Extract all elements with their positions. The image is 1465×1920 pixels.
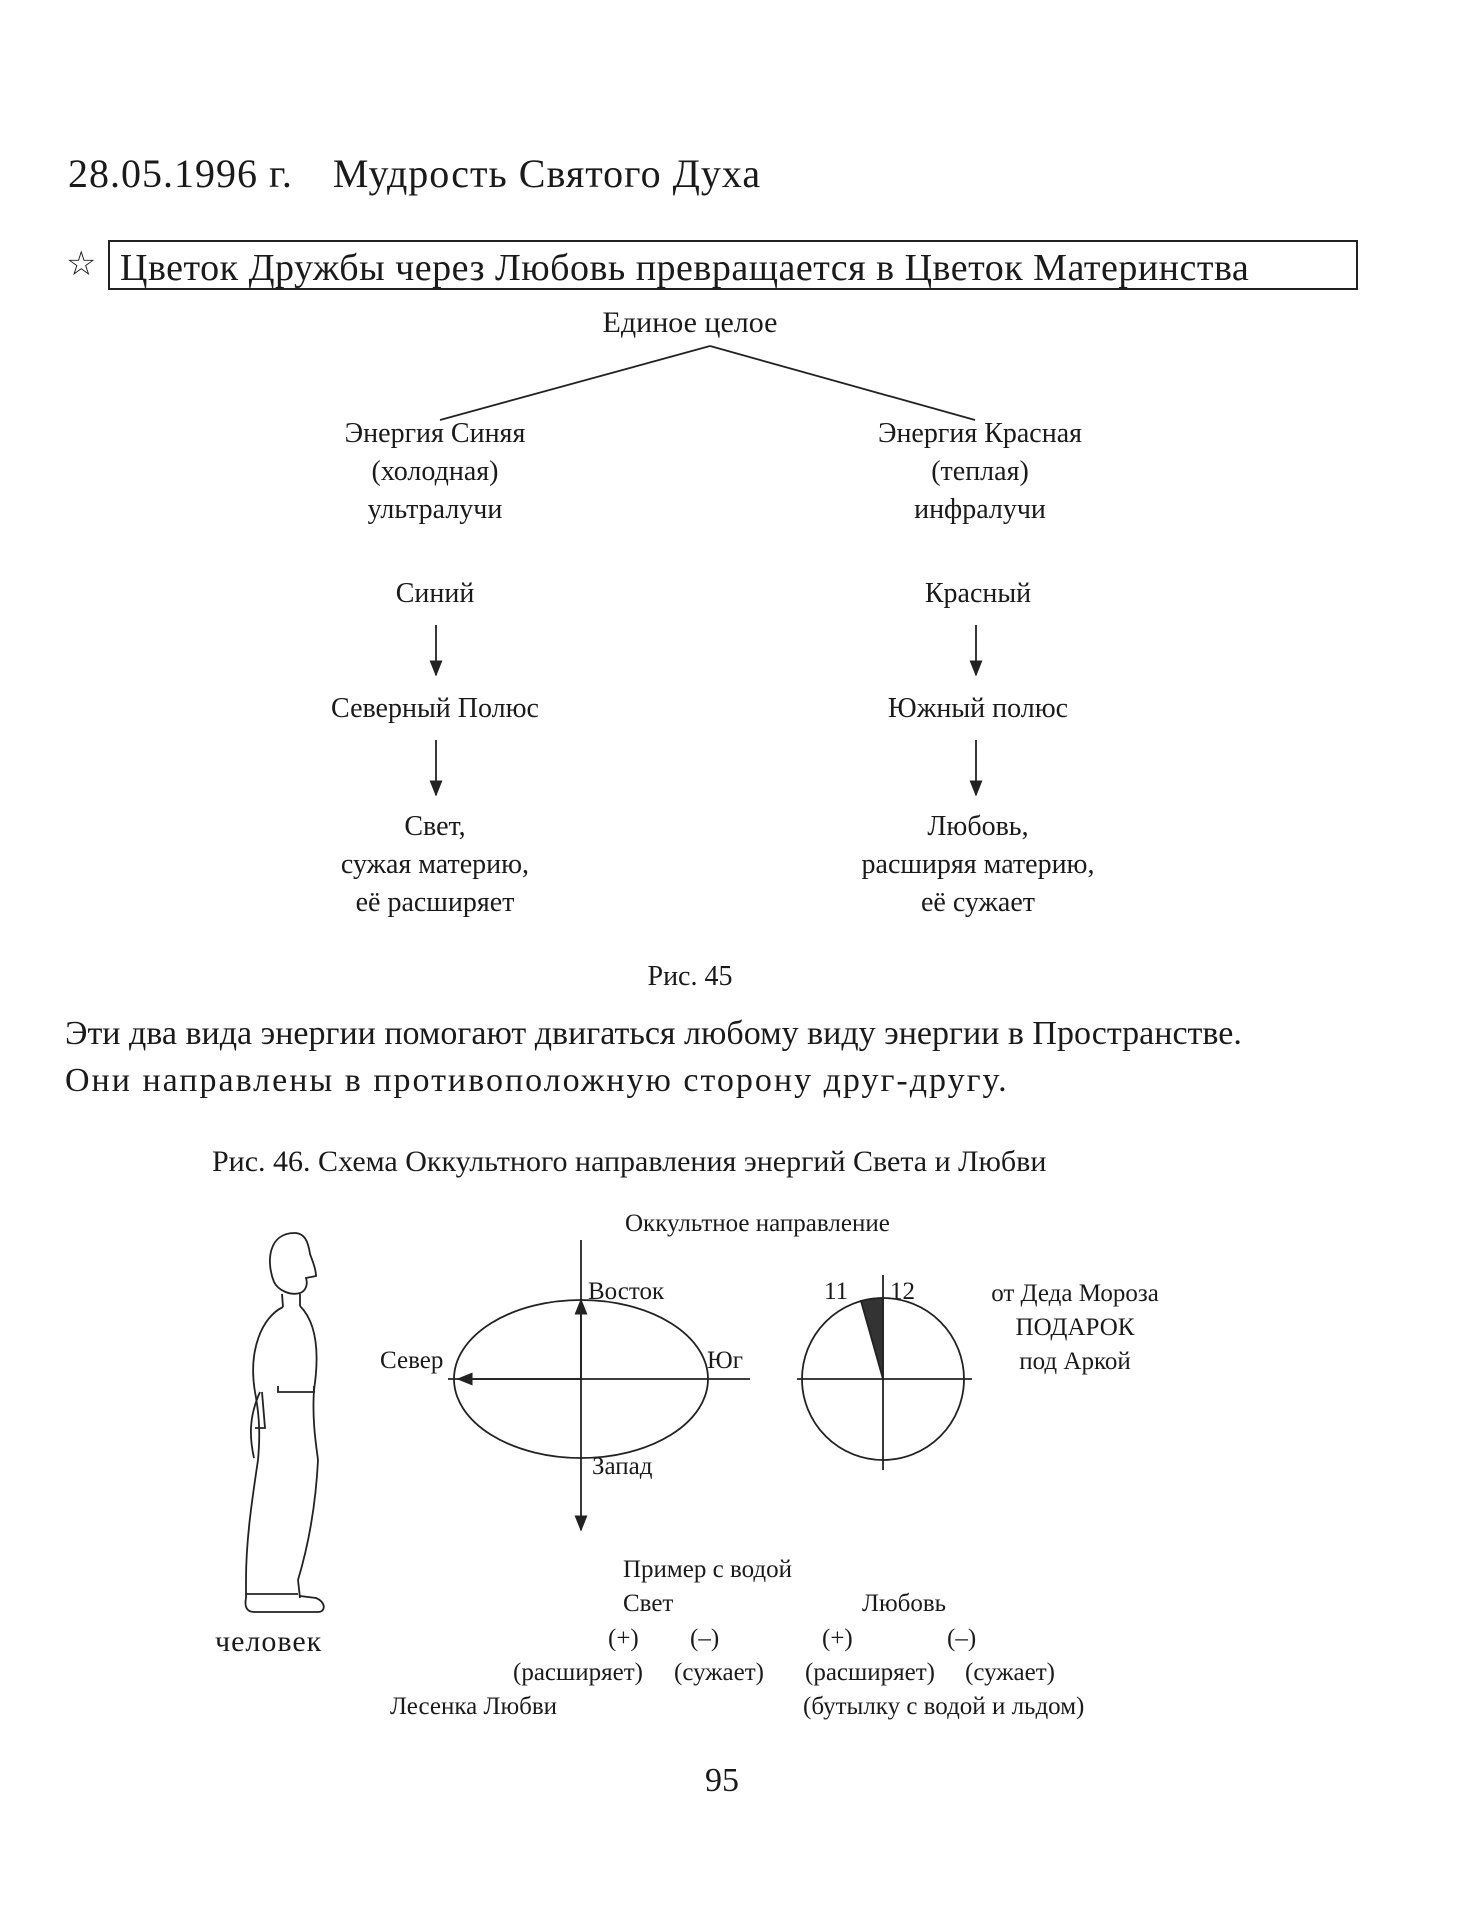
clock-11: 11 [824, 1278, 849, 1305]
fig45-right-result: Любовь, расширяя материю, её сужает [818, 808, 1138, 922]
gift-line2: ПОДАРОК [1015, 1314, 1135, 1341]
light-narrows: (сужает) [674, 1659, 764, 1686]
water-love: Любовь [862, 1590, 947, 1617]
right-result-line3: её сужает [921, 887, 1035, 918]
fig45-right-pole: Южный полюс [887, 693, 1069, 724]
star-outline-icon: ☆ [66, 246, 97, 283]
love-plus: (+) [822, 1625, 853, 1652]
right-energy-line3: инфралучи [914, 494, 1046, 525]
left-result-line2: сужая материю, [340, 849, 530, 880]
left-energy-line1: Энергия Синяя [344, 418, 526, 449]
bottle-label: (бутылку с водой и льдом) [803, 1693, 1085, 1720]
light-expands: (расширяет) [513, 1659, 643, 1686]
fig45-caption: Рис. 45 [647, 961, 733, 992]
compass-south: Юг [707, 1347, 743, 1374]
love-minus: (–) [947, 1625, 977, 1652]
fig45-left-result: Свет, сужая материю, её расширяет [285, 808, 585, 922]
love-narrows: (сужает) [965, 1659, 1055, 1686]
love-expands: (расширяет) [805, 1659, 935, 1686]
page-number: 95 [705, 1762, 739, 1799]
light-plus: (+) [608, 1625, 639, 1652]
fig45-left-energy: Энергия Синяя (холодная) ультралучи [290, 415, 580, 529]
fig46-heading: Оккультное направление [625, 1210, 890, 1237]
right-result-line2: расширяя материю, [861, 849, 1095, 880]
right-energy-line2: (теплая) [931, 456, 1029, 487]
fig46-caption: Рис. 46. Схема Оккультного направления э… [212, 1145, 1047, 1178]
tree-branch-left [439, 345, 711, 421]
water-light: Свет [623, 1590, 674, 1617]
gift-text: от Деда Мороза ПОДАРОК под Аркой [980, 1277, 1170, 1379]
compass-north: Север [380, 1347, 444, 1374]
water-title: Пример с водой [623, 1556, 792, 1583]
header-title: Мудрость Святого Духа [332, 151, 762, 196]
paragraph-line-2: Они направлены в противоположную сторону… [65, 1062, 1009, 1099]
left-energy-line3: ультралучи [367, 494, 503, 525]
gift-line3: под Аркой [1019, 1348, 1131, 1375]
left-energy-line2: (холодная) [371, 456, 499, 487]
fig45-left-color: Синий [395, 578, 475, 609]
fig45-left-pole: Северный Полюс [331, 693, 539, 724]
left-result-line3: её расширяет [355, 887, 515, 918]
gift-line1: от Деда Мороза [991, 1280, 1159, 1307]
header-date: 28.05.1996 г. [68, 151, 293, 196]
person-label: человек [215, 1625, 323, 1658]
left-result-line1: Свет, [404, 811, 466, 842]
clock-sector [859, 1297, 884, 1380]
fig45-root: Единое целое [602, 306, 778, 339]
boxed-title-text: Цветок Дружбы через Любовь превращается … [120, 247, 1250, 289]
fig45-right-color: Красный [924, 578, 1032, 609]
page-header: 28.05.1996 г. Мудрость Святого Духа [68, 150, 761, 197]
light-minus: (–) [690, 1625, 720, 1652]
ladder-label: Лесенка Любви [390, 1693, 558, 1720]
person-figure-icon [244, 1232, 325, 1613]
right-result-line1: Любовь, [927, 811, 1029, 842]
tree-branch-right [709, 345, 976, 421]
paragraph-line-1: Эти два вида энергии помогают двигаться … [65, 1015, 1242, 1052]
boxed-title: Цветок Дружбы через Любовь превращается … [108, 240, 1358, 290]
right-energy-line1: Энергия Красная [877, 418, 1083, 449]
fig45-right-energy: Энергия Красная (теплая) инфралучи [830, 415, 1130, 529]
